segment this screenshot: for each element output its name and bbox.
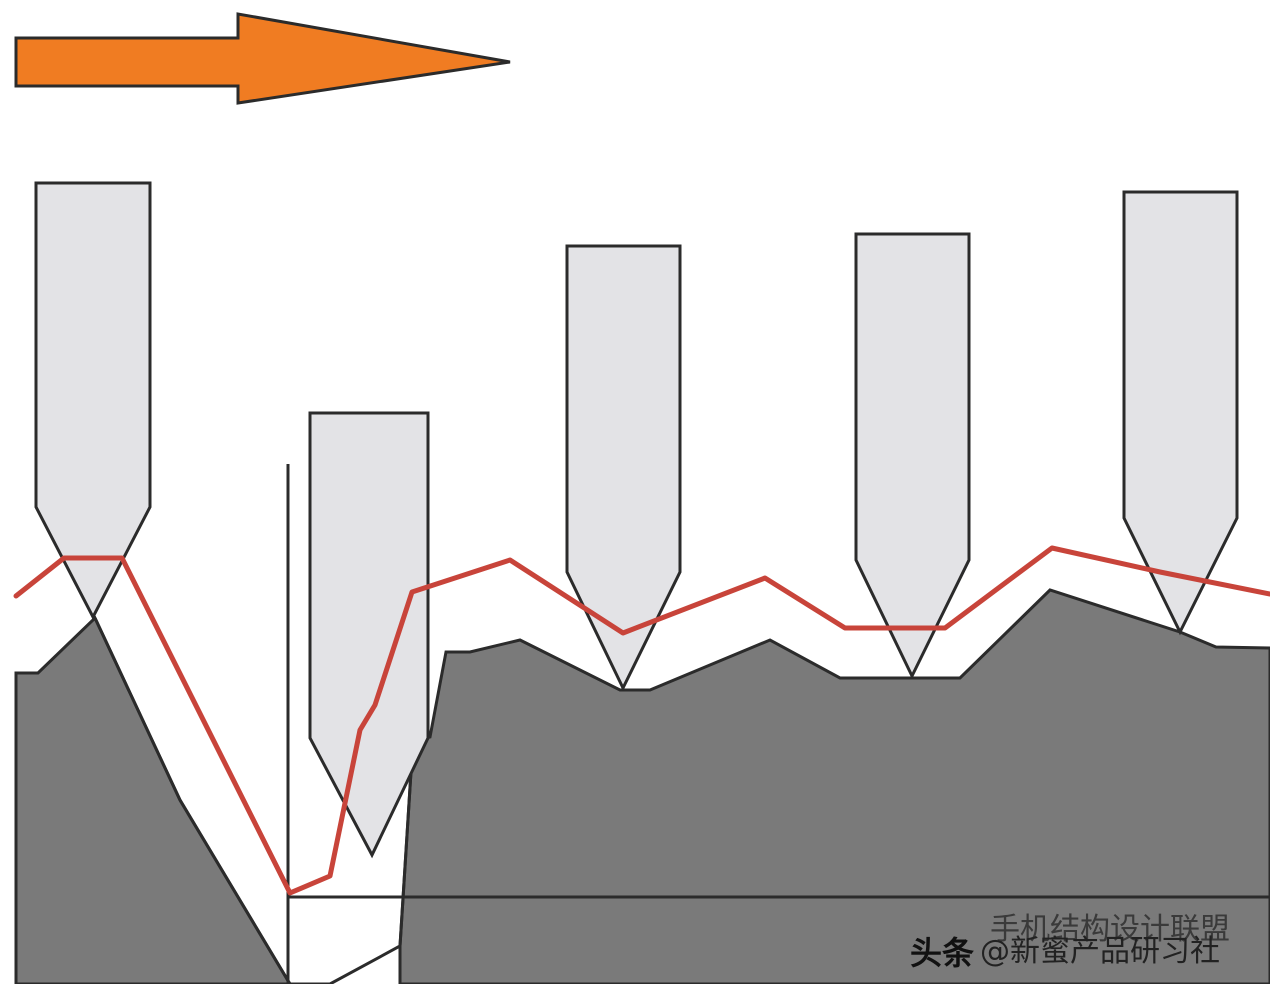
probe-4 [854,232,971,680]
measured-trace [13,545,1270,896]
direction-arrow-icon [14,12,511,105]
watermark-overlay-text: 手机结构设计联盟 [990,912,1230,947]
valley-outline [93,617,292,984]
probe-3 [565,244,682,692]
watermark-handle: @新蜜产品研习社 [980,934,1220,969]
toutiao-logo: 头条 [910,934,975,972]
surface-profile [14,615,292,984]
probe-2 [308,411,430,859]
probe-5 [1122,190,1239,636]
valley-outline-right [290,739,415,984]
watermark: 手机结构设计联盟 头条 @新蜜产品研习社 [910,912,1250,972]
surface-profile-main [398,588,1270,984]
probe-1 [34,181,152,621]
